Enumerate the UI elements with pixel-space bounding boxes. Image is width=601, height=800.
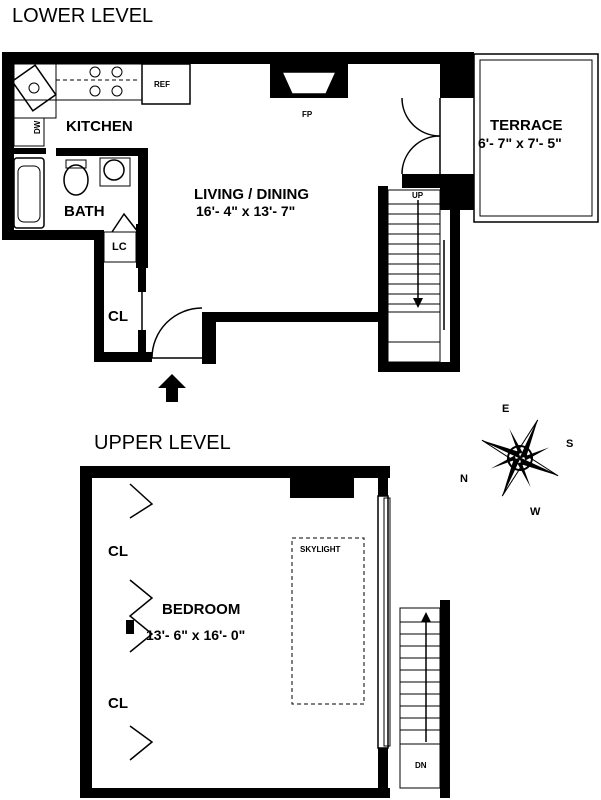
living-dining-dimensions: 16'- 4" x 13'- 7"	[196, 203, 295, 219]
lower-stairs	[387, 189, 445, 363]
stairs-up-label: UP	[412, 191, 424, 200]
kitchen-fixtures	[11, 63, 191, 147]
closet-folding-doors	[126, 483, 154, 761]
closet-label: CL	[108, 308, 128, 325]
upper-level-walls	[80, 466, 450, 798]
compass-east-label: E	[502, 403, 509, 415]
bath-label: BATH	[64, 203, 105, 220]
compass-rose-icon	[481, 419, 559, 497]
skylight-outline	[291, 537, 365, 705]
lower-level-title: LOWER LEVEL	[12, 5, 153, 27]
kitchen-label: KITCHEN	[66, 118, 133, 135]
compass-west-label: W	[530, 506, 541, 518]
terrace-dimensions: 6'- 7" x 7'- 5"	[478, 135, 562, 151]
living-dining-label: LIVING / DINING	[194, 186, 309, 203]
dishwasher-label: DW	[33, 120, 42, 134]
bedroom-dimensions: 13'- 6" x 16'- 0"	[146, 627, 245, 643]
upper-stairs	[399, 607, 441, 789]
linen-closet-label: LC	[112, 241, 127, 253]
bath-fixtures	[13, 157, 131, 229]
compass-north-label: N	[460, 473, 468, 485]
upper-level-title: UPPER LEVEL	[94, 432, 231, 454]
terrace-label: TERRACE	[490, 117, 563, 134]
compass-south-label: S	[566, 438, 573, 450]
refrigerator-label: REF	[154, 80, 170, 89]
skylight-label: SKYLIGHT	[300, 545, 341, 554]
stairs-down-label: DN	[415, 761, 427, 770]
upper-closet-2-label: CL	[108, 695, 128, 712]
fireplace-label: FP	[302, 110, 313, 119]
upper-closet-1-label: CL	[108, 543, 128, 560]
bedroom-label: BEDROOM	[162, 601, 240, 618]
entry-arrow-icon	[158, 374, 186, 402]
